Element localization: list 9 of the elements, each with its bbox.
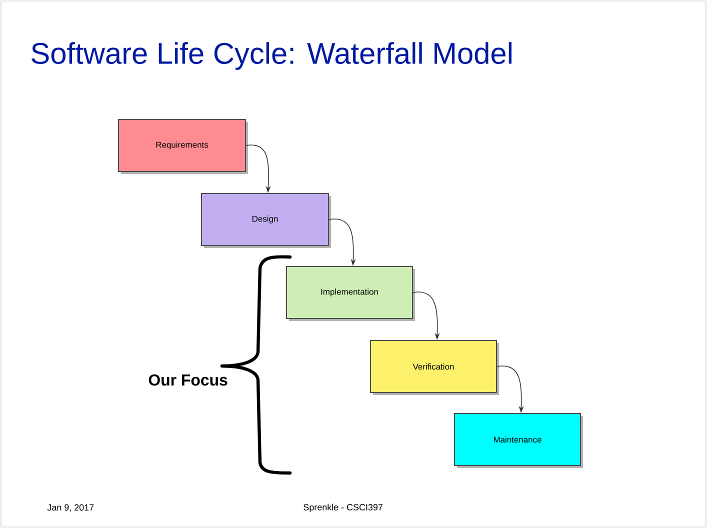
- process-box: Requirements: [118, 119, 248, 174]
- process-box: Design: [201, 193, 331, 248]
- process-box: Maintenance: [454, 413, 583, 468]
- date-footer: Jan 9, 2017: [47, 504, 94, 512]
- process-box: Verification: [370, 340, 499, 395]
- author-footer: Sprenkle - CSCI397: [304, 504, 382, 512]
- process-box: Implementation: [286, 266, 415, 321]
- slide-title: Software Life Cycle: Waterfall Model: [32, 42, 512, 70]
- focus-label: Our Focus: [148, 374, 228, 386]
